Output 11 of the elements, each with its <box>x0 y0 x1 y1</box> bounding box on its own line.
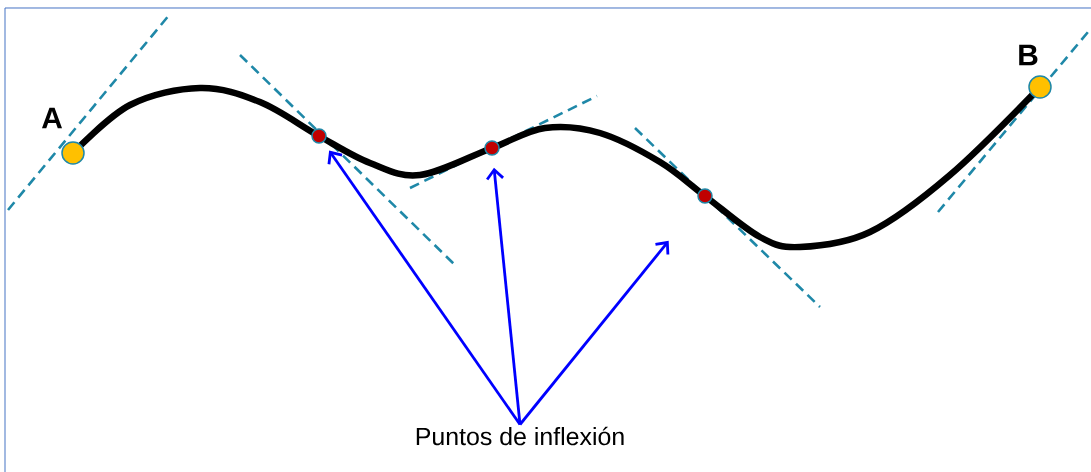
inflection-dot <box>311 128 327 144</box>
inflection-dot <box>697 188 713 204</box>
arrow <box>327 150 522 426</box>
point-label: A <box>41 107 62 129</box>
caption-text: Puntos de inflexión <box>416 426 624 446</box>
endpoint-dot <box>1028 75 1052 99</box>
endpoint-dot <box>61 141 85 165</box>
point-label: B <box>1019 44 1038 66</box>
inflection-dot <box>484 140 500 156</box>
arrow <box>486 167 522 425</box>
arrow <box>518 240 670 426</box>
